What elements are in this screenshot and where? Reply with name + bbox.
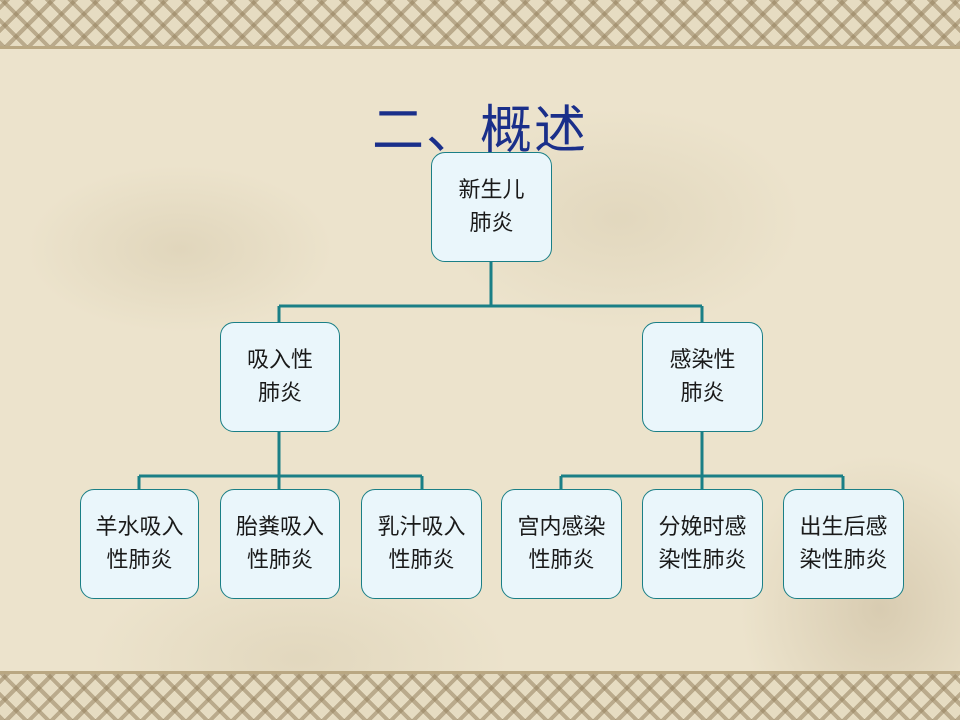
bottom-decorative-border — [0, 671, 960, 720]
top-decorative-border — [0, 0, 960, 49]
node-leaf-intrauterine: 宫内感染 性肺炎 — [501, 489, 622, 599]
node-root: 新生儿 肺炎 — [431, 152, 552, 262]
node-leaf-amniotic: 羊水吸入 性肺炎 — [80, 489, 199, 599]
node-leaf-meconium: 胎粪吸入 性肺炎 — [220, 489, 340, 599]
node-leaf-milk: 乳汁吸入 性肺炎 — [361, 489, 482, 599]
node-branch-aspiration: 吸入性 肺炎 — [220, 322, 340, 432]
node-leaf-postnatal: 出生后感 染性肺炎 — [783, 489, 904, 599]
node-branch-infection: 感染性 肺炎 — [642, 322, 763, 432]
page-title: 二、概述 — [371, 101, 588, 161]
node-leaf-intrapartum: 分娩时感 染性肺炎 — [642, 489, 763, 599]
